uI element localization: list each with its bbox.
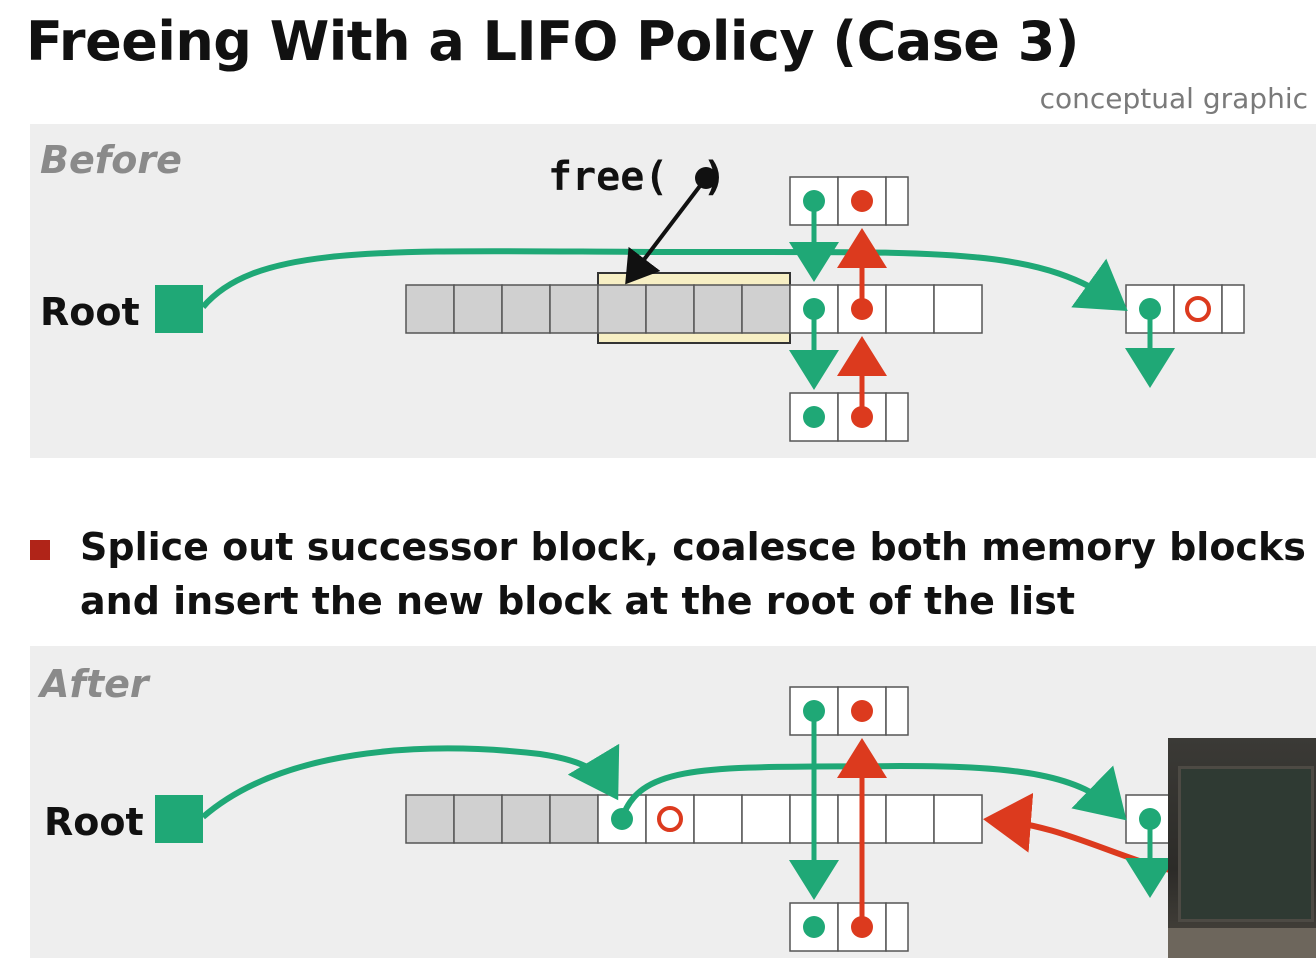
before-root-pointer	[155, 285, 203, 333]
before-root-label: Root	[40, 290, 140, 334]
after-label: After	[40, 662, 149, 706]
after-pointers	[201, 700, 1175, 938]
before-label: Before	[40, 138, 182, 182]
bullet-text: Splice out successor block, coalesce bot…	[80, 525, 1306, 623]
webcam-icon	[1168, 738, 1316, 958]
after-root-label: Root	[44, 800, 144, 844]
slide-subtitle: conceptual graphic	[1039, 82, 1308, 115]
before-pointers	[200, 167, 1211, 428]
slide-title: Freeing With a LIFO Policy (Case 3)	[26, 10, 1079, 73]
after-root-pointer	[155, 795, 203, 843]
after-heap-blocks	[405, 686, 1175, 952]
free-call-label: free()	[548, 154, 727, 200]
bullet-marker	[30, 540, 50, 560]
